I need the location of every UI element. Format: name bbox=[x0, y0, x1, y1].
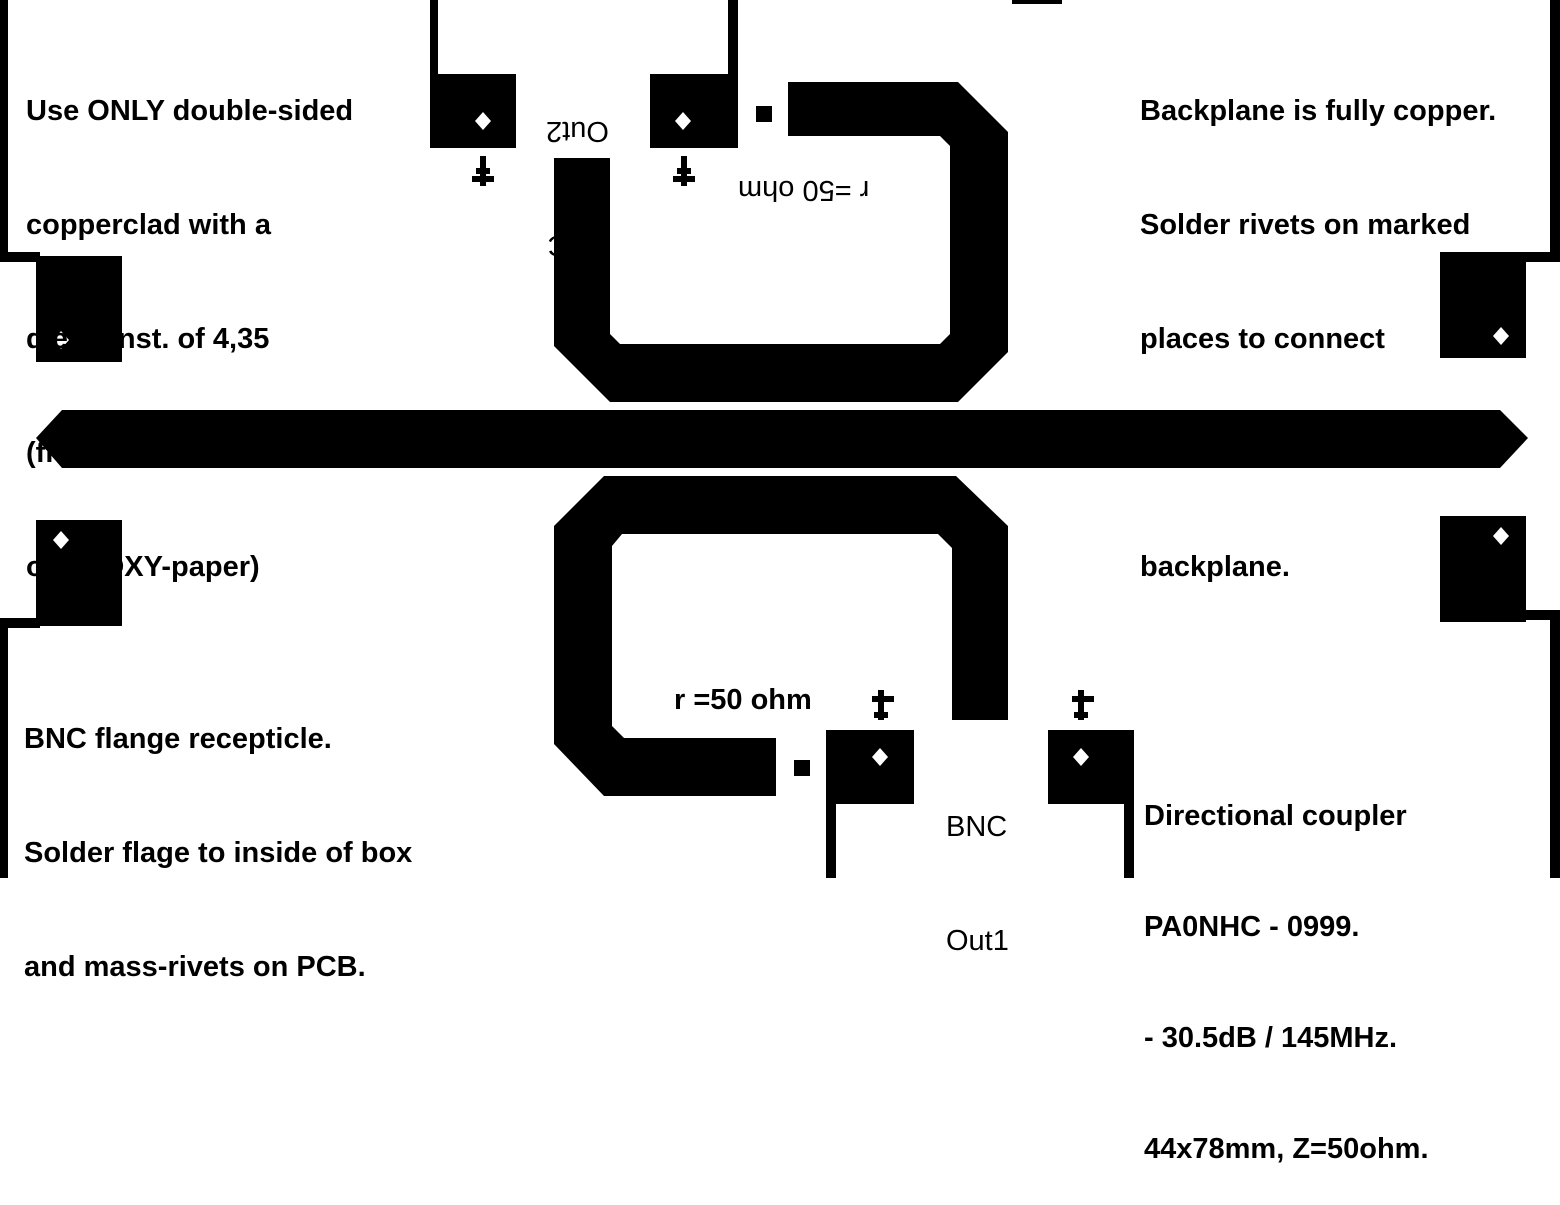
drill-hole-bnc-out2-right bbox=[675, 112, 691, 130]
bnc-out1-pad-left bbox=[826, 730, 914, 804]
bnc-out2-label-line: Out2 bbox=[546, 115, 609, 147]
bnc-out1-ground-right bbox=[1124, 800, 1134, 878]
note-dielectric-requirements: Use ONLY double-sided copperclad with a … bbox=[26, 16, 353, 624]
note-line: places to connect bbox=[1140, 323, 1385, 355]
note-line: Directional coupler bbox=[1144, 800, 1407, 832]
drill-hole-bnc-out1-left bbox=[872, 748, 888, 766]
bnc-out2-label-line: BNC bbox=[547, 229, 609, 261]
resistor-symbol-top-left bbox=[472, 156, 494, 186]
border-right-top bbox=[1550, 0, 1560, 262]
border-top-left bbox=[0, 252, 40, 262]
bnc-out2-ground-right bbox=[728, 0, 738, 76]
coupling-loop-bottom bbox=[554, 476, 1008, 796]
bnc-out1-ground-left bbox=[826, 800, 836, 878]
note-line: - 30.5dB / 145MHz. bbox=[1144, 1022, 1398, 1054]
border-top-mid bbox=[1012, 0, 1062, 4]
resistor-label-top: r =50 ohm bbox=[738, 174, 870, 206]
border-left-bottom bbox=[0, 618, 8, 878]
border-left-top bbox=[0, 0, 8, 262]
note-line: and mass-rivets on PCB. bbox=[24, 951, 366, 983]
ground-pad-bottom-right bbox=[1440, 516, 1526, 622]
bnc-out1-pad-right bbox=[1048, 730, 1134, 804]
drill-hole-ground-top-right bbox=[1493, 327, 1509, 345]
note-coupler-spec: Directional coupler PA0NHC - 0999. - 30.… bbox=[1144, 724, 1429, 1205]
border-bottom-left bbox=[0, 618, 40, 628]
resistor-symbol-top-right bbox=[673, 156, 695, 186]
rivet-mark-bottom bbox=[794, 760, 810, 776]
ground-pad-top-right bbox=[1440, 252, 1526, 358]
note-line: Backplane is fully copper. bbox=[1140, 95, 1497, 127]
note-line: component side to bbox=[1140, 437, 1398, 469]
note-line: 44x78mm, Z=50ohm. bbox=[1144, 1133, 1429, 1165]
note-line: copperclad with a bbox=[26, 209, 271, 241]
bnc-out2-ground-left bbox=[430, 0, 438, 76]
bnc-out2-pad-left bbox=[430, 74, 516, 148]
ground-pad-bottom-left bbox=[36, 520, 122, 626]
note-line: or EPOXY-paper) bbox=[26, 551, 260, 583]
bnc-out1-label-line: Out1 bbox=[946, 925, 1009, 957]
note-line: diel.const. of 4,35 bbox=[26, 323, 270, 355]
note-line: backplane. bbox=[1140, 551, 1290, 583]
note-line: BNC flange recepticle. bbox=[24, 723, 332, 755]
drill-hole-bnc-out1-right bbox=[1073, 748, 1089, 766]
border-right-bottom bbox=[1550, 618, 1560, 878]
note-line: PA0NHC - 0999. bbox=[1144, 911, 1360, 943]
rivet-mark-top bbox=[756, 106, 772, 122]
bnc-out1-label-line: BNC bbox=[946, 811, 1008, 843]
border-bottom-right bbox=[1522, 610, 1560, 620]
main-transmission-line bbox=[36, 410, 1528, 468]
note-line: Solder flage to inside of box bbox=[24, 837, 413, 869]
bnc-out2-pad-right bbox=[650, 74, 738, 148]
pcb-layout bbox=[0, 0, 1560, 878]
resistor-symbol-bottom-right bbox=[1072, 690, 1094, 720]
note-bnc-flange: BNC flange recepticle. Solder flage to i… bbox=[24, 644, 412, 1024]
border-top-right bbox=[1522, 252, 1560, 262]
resistor-symbol-bottom-left bbox=[872, 690, 894, 720]
bnc-out1-label: BNC Out1 bbox=[946, 732, 1009, 998]
drill-hole-ground-bottom-left bbox=[53, 531, 69, 549]
note-backplane: Backplane is fully copper. Solder rivets… bbox=[1140, 16, 1496, 624]
coupling-loop-top bbox=[554, 82, 1008, 402]
resistor-label-bottom: r =50 ohm bbox=[674, 684, 812, 716]
note-line: Use ONLY double-sided bbox=[26, 95, 354, 127]
drill-hole-bnc-out2-left bbox=[475, 112, 491, 130]
ground-pad-top-left bbox=[36, 256, 122, 362]
drill-hole-ground-bottom-right bbox=[1493, 527, 1509, 545]
drill-hole-ground-top-left bbox=[53, 331, 69, 349]
bnc-out2-label: BNC Out2 bbox=[546, 74, 609, 340]
note-line: Solder rivets on marked bbox=[1140, 209, 1471, 241]
note-line: (fr4 or fr3 EPOXY-glass bbox=[26, 437, 346, 469]
